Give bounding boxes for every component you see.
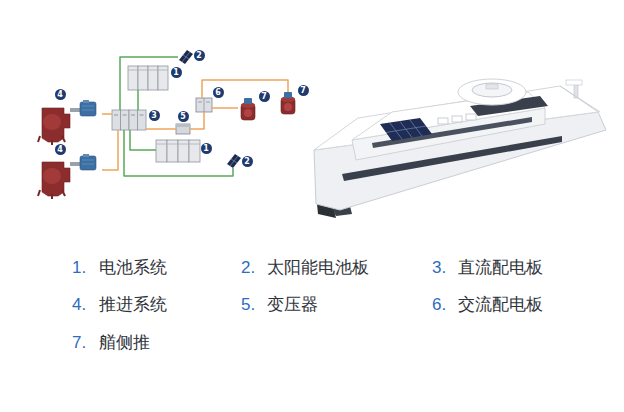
power-cable (120, 57, 178, 110)
key-text: 变压器 (267, 294, 318, 316)
key-text: 直流配电板 (458, 257, 543, 279)
dc-switchboard-icon (112, 110, 121, 130)
callout-number: 2 (194, 50, 205, 61)
battery-icon (128, 66, 168, 90)
callout-number: 1 (171, 67, 182, 78)
callout-number: 1 (201, 143, 212, 154)
dc-switchboard: 3 (112, 110, 146, 130)
ship-illustration (386, 120, 426, 139)
propulsion-system: 4 (38, 100, 102, 142)
transformer-icon (176, 124, 190, 134)
power-cable (146, 128, 176, 130)
propulsion-icon (38, 154, 96, 199)
callout-number: 4 (55, 144, 66, 155)
battery-icon (178, 140, 189, 162)
key-number: 4. (72, 294, 86, 316)
battery-icon (128, 66, 138, 90)
key-text: 推进系统 (99, 294, 167, 316)
key-text: 交流配电板 (458, 294, 543, 316)
battery-icon (128, 70, 168, 71)
ship-illustration (372, 117, 532, 148)
transformer: 5 (176, 124, 190, 134)
key-number: 1. (72, 257, 86, 279)
key-number: 2. (241, 257, 255, 279)
transformer-icon (176, 124, 190, 134)
ship-illustration (458, 79, 526, 105)
ac-switchboard-icon (196, 98, 212, 112)
ac-switchboard-icon (196, 98, 212, 112)
ship-illustration (566, 80, 582, 85)
bow-thruster: 7 (278, 92, 298, 116)
dc-switchboard-icon (138, 110, 147, 130)
callout-number: 3 (149, 110, 160, 121)
ac-switchboard: 6 (196, 98, 212, 112)
battery-icon (148, 66, 158, 90)
solar-panel: 2 (226, 154, 240, 168)
ship-illustration (314, 79, 606, 218)
power-cable (124, 130, 233, 176)
ac-switchboard-icon (198, 98, 210, 112)
key-number: 6. (432, 294, 446, 316)
battery-system: 1 (156, 140, 200, 162)
battery-system: 1 (128, 66, 168, 90)
solar-panel-icon (230, 156, 238, 166)
callout-number: 7 (298, 85, 309, 96)
transformer-icon (176, 124, 190, 127)
ship-illustration (472, 83, 512, 97)
key-text: 太阳能电池板 (267, 257, 369, 279)
battery-icon (158, 66, 168, 90)
dc-switchboard-icon (112, 110, 146, 130)
power-cable (130, 130, 156, 150)
ship-illustration (380, 118, 432, 141)
battery-icon (156, 140, 167, 162)
power-cable (212, 107, 238, 109)
callout-number: 2 (242, 156, 253, 167)
solar-panel: 2 (178, 50, 192, 64)
wire-group (102, 57, 288, 176)
battery-icon (167, 140, 178, 162)
power-cable (202, 80, 288, 98)
solar-panel-icon (227, 154, 241, 168)
key-number: 7. (72, 332, 86, 354)
ship-illustration (452, 116, 462, 122)
propulsion-icon (38, 100, 96, 145)
power-cable (102, 113, 112, 115)
ship-illustration (438, 118, 448, 124)
bow-thruster: 7 (238, 98, 258, 122)
power-cable (137, 90, 139, 110)
solar-panel-icon (179, 50, 193, 64)
power-cable (102, 130, 118, 170)
thruster-icon (241, 98, 255, 120)
key-number: 5. (241, 294, 255, 316)
key-number: 3. (432, 257, 446, 279)
ship-illustration (466, 114, 476, 120)
callout-number: 7 (259, 91, 270, 102)
battery-icon (156, 144, 200, 145)
callout-number: 4 (55, 89, 66, 100)
solar-panel-icon (227, 154, 241, 168)
thruster-icon (281, 92, 295, 114)
dc-switchboard-icon (114, 115, 144, 116)
battery-icon (189, 140, 200, 162)
dc-switchboard-icon (129, 110, 138, 130)
key-text: 电池系统 (99, 257, 167, 279)
solar-panel-icon (179, 50, 193, 64)
dc-switchboard-icon (121, 110, 130, 130)
propulsion-system: 4 (38, 154, 102, 200)
key-text: 艏侧推 (99, 332, 150, 354)
ship-illustration (560, 86, 600, 112)
ship-illustration (486, 84, 498, 89)
callout-number: 5 (178, 111, 189, 122)
solar-panel-icon (182, 52, 190, 62)
power-cable (190, 112, 204, 129)
battery-icon (138, 66, 148, 90)
callout-number: 6 (213, 87, 224, 98)
battery-icon (156, 140, 200, 162)
